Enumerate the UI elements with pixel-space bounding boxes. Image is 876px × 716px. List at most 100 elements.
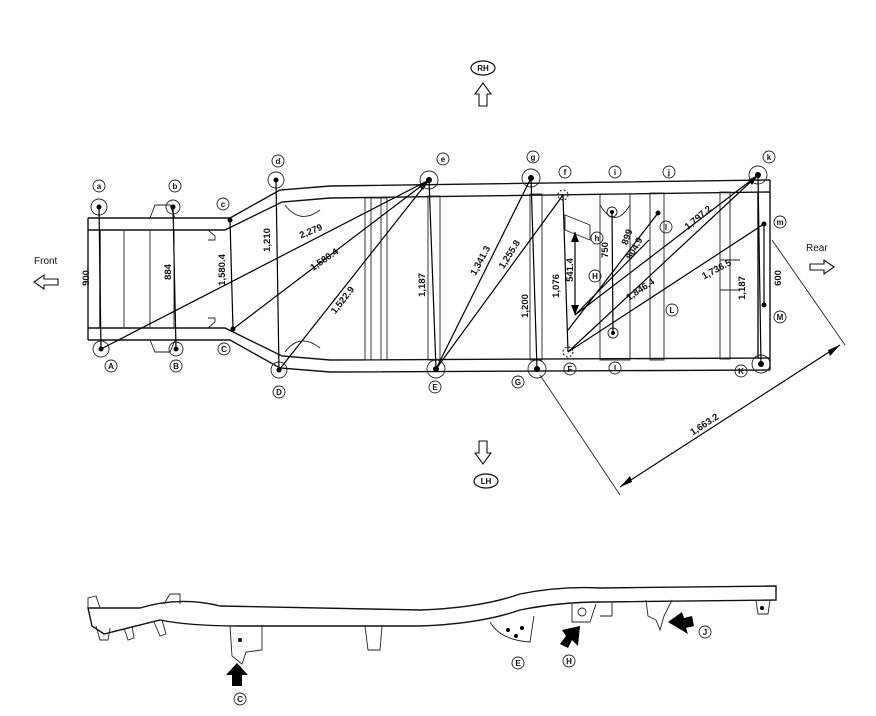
arrow-j-icon <box>668 612 694 634</box>
side-marker-H: H <box>562 654 576 668</box>
point-marker-e: e <box>436 152 450 166</box>
point-marker-F: F <box>563 362 577 376</box>
point-marker-d: d <box>271 154 285 168</box>
dim-750: 750 <box>600 242 611 258</box>
dimension-labels: 900 884 1,580.4 1,210 2,279 1,580.4 1,52… <box>81 204 784 438</box>
arrow-h-icon <box>560 626 580 648</box>
point-marker-a: a <box>92 179 106 193</box>
dim-2279: 2,279 <box>298 222 324 241</box>
frame-top-view <box>87 179 771 373</box>
point-marker-l: l <box>659 220 673 234</box>
dim-600: 600 <box>773 270 784 286</box>
point-marker-i: i <box>608 165 622 179</box>
svg-text:d: d <box>276 157 281 166</box>
dim-1187-rear: 1,187 <box>737 276 748 300</box>
svg-text:M: M <box>777 313 784 322</box>
svg-text:l: l <box>665 223 667 232</box>
svg-text:g: g <box>531 153 536 162</box>
svg-text:m: m <box>776 218 783 227</box>
front-label: Front <box>34 256 58 267</box>
svg-text:E: E <box>515 659 521 668</box>
point-marker-f: f <box>558 165 572 179</box>
side-marker-E: E <box>511 656 525 670</box>
point-marker-M: M <box>773 310 787 324</box>
side-point-markers: C E H J <box>233 625 712 706</box>
right-arrow-icon <box>809 258 835 276</box>
svg-text:C: C <box>237 695 243 704</box>
rear-indicator: Rear <box>806 243 835 276</box>
svg-text:L: L <box>670 306 675 315</box>
dim-1580-4-diagonal: 1,580.4 <box>308 246 341 274</box>
svg-text:I: I <box>614 364 616 373</box>
svg-text:b: b <box>173 182 178 191</box>
point-marker-h: h <box>590 231 604 245</box>
point-marker-C: C <box>217 342 231 356</box>
svg-text:e: e <box>441 155 446 164</box>
point-marker-B: B <box>169 359 183 373</box>
svg-text:c: c <box>221 200 226 209</box>
point-marker-K: K <box>734 364 748 378</box>
dim-1210: 1,210 <box>262 228 273 252</box>
svg-text:k: k <box>767 153 772 162</box>
point-marker-A: A <box>104 359 118 373</box>
point-marker-k: k <box>762 150 776 164</box>
down-arrow-icon <box>473 440 493 465</box>
mount-holes <box>90 165 771 379</box>
dim-1580-4-vertical: 1,580.4 <box>217 253 228 285</box>
svg-text:C: C <box>221 345 227 354</box>
rh-label: RH <box>477 64 489 73</box>
point-marker-D: D <box>272 385 286 399</box>
dim-1200: 1,200 <box>520 294 531 318</box>
front-indicator: Front <box>33 256 59 291</box>
svg-text:H: H <box>566 657 572 666</box>
point-marker-c: c <box>216 197 230 211</box>
svg-text:i: i <box>614 168 616 177</box>
dim-1076: 1,076 <box>551 274 562 298</box>
dim-1797-2: 1,797.2 <box>683 204 714 233</box>
point-marker-H: H <box>588 269 602 283</box>
side-marker-C: C <box>233 692 247 706</box>
svg-text:K: K <box>738 367 744 376</box>
rear-label: Rear <box>806 243 828 254</box>
lh-indicator: LH <box>473 440 499 489</box>
left-arrow-icon <box>33 273 59 291</box>
svg-text:G: G <box>515 378 521 387</box>
upper-point-markers: a b c d e g f i j k m l h <box>92 150 787 245</box>
dim-1187-front: 1,187 <box>417 273 428 297</box>
dim-900: 900 <box>81 270 92 286</box>
side-marker-J: J <box>698 625 712 639</box>
svg-text:H: H <box>592 272 598 281</box>
rh-indicator: RH <box>470 60 496 107</box>
frame-side-view <box>87 585 777 665</box>
up-arrow-icon <box>473 82 493 107</box>
svg-text:F: F <box>568 365 573 374</box>
svg-text:f: f <box>564 168 567 177</box>
dim-899: 899 <box>620 228 636 247</box>
arrow-c-icon <box>226 663 248 686</box>
dim-884: 884 <box>163 263 174 280</box>
point-marker-E: E <box>428 380 442 394</box>
point-marker-G: G <box>511 375 525 389</box>
svg-text:a: a <box>97 182 102 191</box>
lower-point-markers: A B C D E G F I K M L H <box>104 269 787 399</box>
dim-541-4: 541.4 <box>565 257 576 281</box>
point-marker-g: g <box>526 150 540 164</box>
lh-label: LH <box>481 477 492 486</box>
point-marker-b: b <box>168 179 182 193</box>
svg-text:j: j <box>667 168 670 177</box>
measurement-lines <box>98 174 846 496</box>
svg-text:h: h <box>595 234 600 243</box>
dim-1736-5: 1,736.5 <box>700 257 734 282</box>
svg-text:E: E <box>432 383 438 392</box>
point-marker-m: m <box>773 215 787 229</box>
svg-text:D: D <box>276 388 282 397</box>
svg-text:B: B <box>173 362 179 371</box>
dim-1846-4: 1,846.4 <box>624 276 657 303</box>
side-view-arrows <box>226 612 694 686</box>
point-marker-L: L <box>665 303 679 317</box>
svg-text:J: J <box>703 628 707 637</box>
point-marker-j: j <box>662 165 676 179</box>
point-marker-I: I <box>608 361 622 375</box>
svg-text:A: A <box>108 362 114 371</box>
